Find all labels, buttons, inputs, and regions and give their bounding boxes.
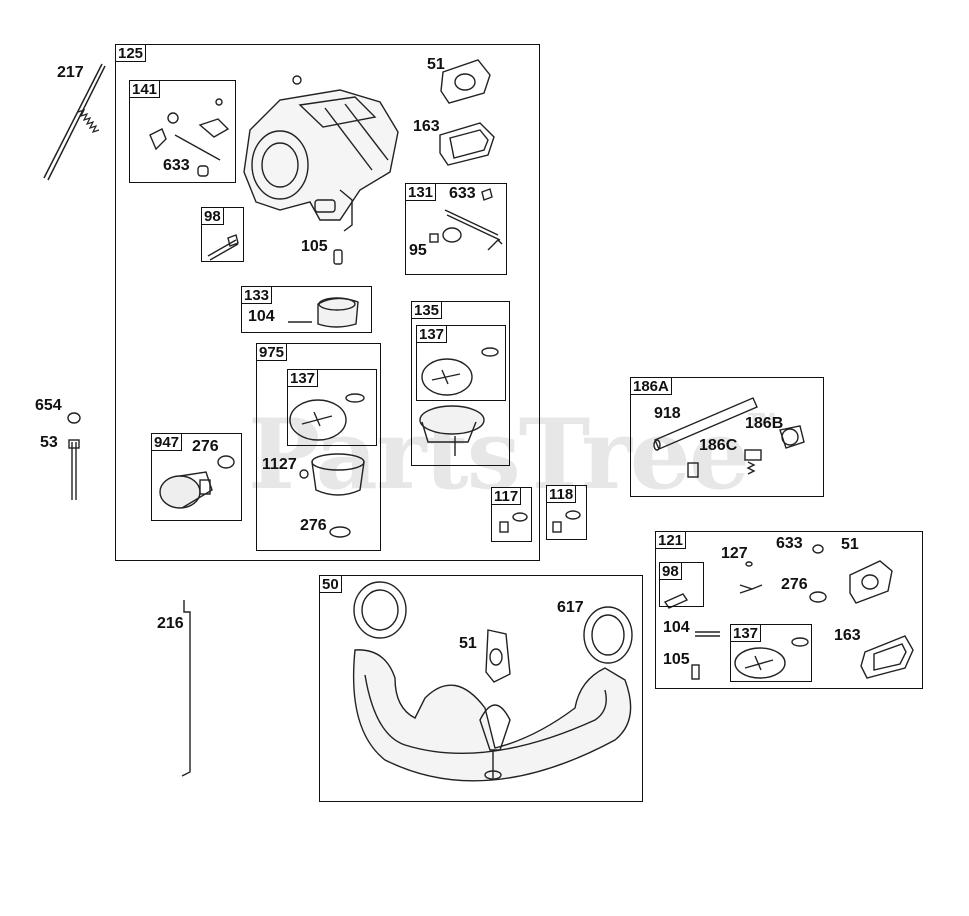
assembly-box-133: 133: [241, 286, 372, 333]
assembly-box-125: 125: [115, 44, 540, 561]
box-tag-975[interactable]: 975: [256, 343, 288, 361]
assembly-box-975: 975: [256, 343, 381, 551]
callout-633-c[interactable]: 633: [776, 535, 803, 552]
callout-654[interactable]: 654: [35, 397, 62, 414]
box-tag-50[interactable]: 50: [319, 575, 342, 593]
assembly-box-137-a: 137: [416, 325, 506, 401]
callout-186b[interactable]: 186B: [745, 415, 784, 432]
callout-276-c[interactable]: 276: [781, 576, 808, 593]
assembly-box-118: 118: [546, 485, 587, 540]
bowl-gasket-part-b: [289, 393, 365, 441]
callout-276-b[interactable]: 276: [300, 517, 327, 534]
box-tag-125[interactable]: 125: [115, 44, 147, 62]
callout-95[interactable]: 95: [409, 242, 427, 259]
box-tag-137-a[interactable]: 137: [416, 325, 448, 343]
box-tag-186a[interactable]: 186A: [630, 377, 672, 395]
box-tag-121[interactable]: 121: [655, 531, 687, 549]
box-tag-117[interactable]: 117: [491, 487, 522, 505]
spring-rod-part: [43, 63, 106, 181]
box-tag-135[interactable]: 135: [411, 301, 443, 319]
float-bowl-part: [419, 405, 485, 456]
assembly-box-947: 947: [151, 433, 242, 521]
assembly-box-98-b: 98: [659, 562, 704, 607]
callout-163-b[interactable]: 163: [834, 627, 861, 644]
callout-105-b[interactable]: 105: [663, 651, 690, 668]
box-tag-131[interactable]: 131: [405, 183, 437, 201]
box-tag-133[interactable]: 133: [241, 286, 273, 304]
gasket-part-51: [440, 59, 491, 104]
assembly-box-50: 50: [319, 575, 643, 802]
callout-105-a[interactable]: 105: [301, 238, 328, 255]
carburetor-body-part: [243, 75, 399, 232]
link-rod-part: [181, 600, 191, 777]
box-tag-98[interactable]: 98: [201, 207, 224, 225]
jet-part-118: [552, 510, 581, 533]
callout-617[interactable]: 617: [557, 599, 584, 616]
callout-104-a[interactable]: 104: [248, 308, 275, 325]
assembly-box-98: 98: [201, 207, 244, 262]
callout-51-b[interactable]: 51: [841, 536, 859, 553]
solenoid-part: [159, 455, 235, 509]
bowl-gasket-part-a: [421, 347, 499, 396]
callout-216[interactable]: 216: [157, 615, 184, 632]
gasket-part-163: [439, 122, 495, 166]
box-tag-98-b[interactable]: 98: [659, 562, 682, 580]
assembly-box-121: 121: [655, 531, 923, 689]
screw-part: [207, 234, 239, 261]
intake-manifold-part: [352, 581, 633, 782]
fuel-line-part: [653, 397, 758, 451]
assembly-box-117: 117: [491, 487, 532, 542]
fuel-valve-part: [687, 425, 805, 478]
callout-51-c[interactable]: 51: [459, 635, 477, 652]
callout-217[interactable]: 217: [57, 64, 84, 81]
callout-633-b[interactable]: 633: [449, 185, 476, 202]
callout-53[interactable]: 53: [40, 434, 58, 451]
assembly-box-137-c: 137: [730, 624, 812, 682]
choke-shaft-part: [429, 188, 503, 251]
callout-186c[interactable]: 186C: [699, 437, 738, 454]
jet-part-117: [499, 512, 528, 533]
assembly-box-131: 131: [405, 183, 507, 275]
callout-633-a[interactable]: 633: [163, 157, 190, 174]
float-part: [288, 297, 359, 328]
kit-parts: [663, 544, 914, 680]
callout-127[interactable]: 127: [721, 545, 748, 562]
needle-part: [333, 249, 343, 265]
assembly-box-186a: 186A: [630, 377, 824, 497]
assembly-box-137-b: 137: [287, 369, 377, 446]
bowl-cup-part: [299, 453, 365, 538]
callout-51[interactable]: 51: [427, 56, 445, 73]
box-tag-137-b[interactable]: 137: [287, 369, 319, 387]
throttle-shaft-part: [149, 98, 230, 177]
box-tag-137-c[interactable]: 137: [730, 624, 762, 642]
callout-918[interactable]: 918: [654, 405, 681, 422]
callout-163[interactable]: 163: [413, 118, 440, 135]
assembly-box-135: 135: [411, 301, 510, 466]
box-tag-118[interactable]: 118: [546, 485, 577, 503]
callout-1127[interactable]: 1127: [262, 456, 297, 473]
stud-part: [67, 412, 81, 500]
box-tag-141[interactable]: 141: [129, 80, 161, 98]
callout-276-a[interactable]: 276: [192, 438, 219, 455]
callout-104-b[interactable]: 104: [663, 619, 690, 636]
box-tag-947[interactable]: 947: [151, 433, 183, 451]
assembly-box-141: 141: [129, 80, 236, 183]
